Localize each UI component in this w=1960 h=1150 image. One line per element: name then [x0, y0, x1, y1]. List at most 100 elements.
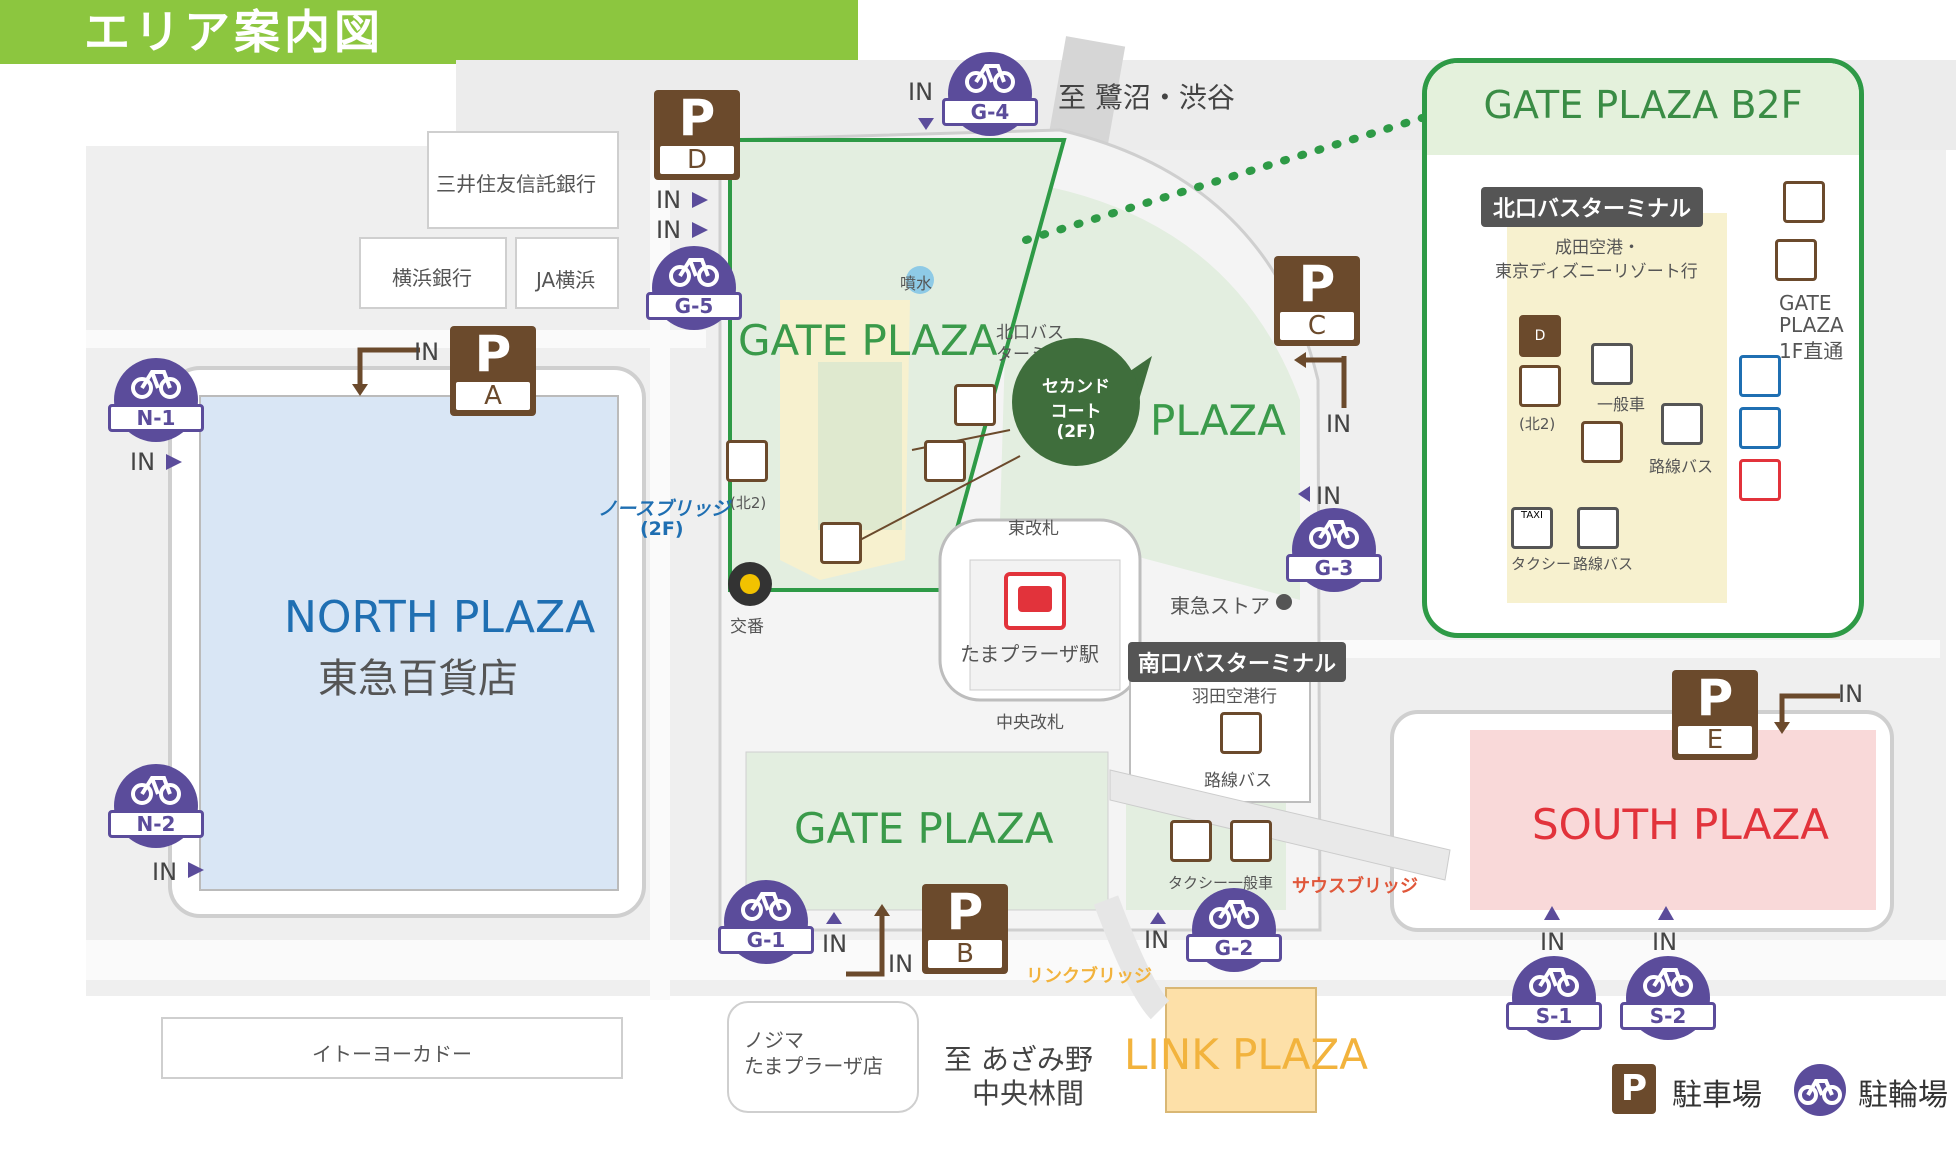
bicycle-icon [1529, 968, 1579, 997]
bike-g1[interactable]: G-1 [718, 880, 814, 976]
in-label: IN [822, 930, 848, 958]
parking-d-label: D [660, 146, 734, 174]
in-label: IN [152, 858, 178, 886]
direction-north: 至 鷺沼・渋谷 [1058, 81, 1235, 114]
bike-g5[interactable]: G-5 [646, 246, 742, 342]
bike-g2[interactable]: G-2 [1186, 888, 1282, 984]
in-label: IN [1316, 482, 1342, 510]
inset-taxi-label: タクシー [1511, 555, 1572, 573]
inset-dest-line1: 成田空港・ [1555, 238, 1640, 258]
parking-a-label: A [456, 382, 530, 410]
north-terminal-partial-1: 北口バス [996, 323, 1064, 343]
elevator-icon [1581, 421, 1623, 463]
elevator-icon [820, 522, 862, 564]
bike-g3-label: G-3 [1286, 554, 1382, 582]
parking-b-label: B [928, 940, 1002, 968]
second-court-line1: セカンド [1042, 377, 1110, 397]
building-nojima-line2: たまプラーザ店 [744, 1054, 883, 1078]
in-label: IN [656, 186, 682, 214]
gate-plaza-top-label: GATE PLAZA [738, 316, 998, 365]
bike-g4-label: G-4 [942, 98, 1038, 126]
parking-p-icon: P [1298, 255, 1336, 313]
inset-gate-direct-1: GATE [1779, 291, 1832, 315]
car-icon [1591, 343, 1633, 385]
general-car-label: 一般車 [1228, 874, 1274, 892]
second-court-line2: コート [1050, 402, 1102, 422]
legend-parking-icon: P [1612, 1064, 1656, 1114]
people-icon [1519, 365, 1561, 407]
inset-title: GATE PLAZA B2F [1483, 83, 1803, 127]
north2-label: (北2) [730, 494, 767, 512]
direction-south-line1: 至 あざみ野 [944, 1043, 1093, 1076]
people-icon [726, 440, 768, 482]
parking-p-icon: P [474, 325, 512, 383]
in-label: IN [1652, 928, 1678, 956]
legend-bicycle-icon [1794, 1064, 1846, 1116]
bike-s1[interactable]: S-1 [1506, 956, 1602, 1052]
building-yokohama-bank: 横浜銀行 [392, 266, 472, 290]
inset-pd-label: D [1534, 328, 1546, 344]
bicycle-icon [131, 370, 181, 399]
direction-south-line2: 中央林間 [972, 1077, 1085, 1110]
inset-parking-d-icon: D [1519, 315, 1561, 357]
in-label: IN [888, 950, 914, 978]
east-gate-label: 東改札 [1008, 519, 1059, 539]
elevator-icon [954, 384, 996, 426]
bicycle-icon [741, 892, 791, 921]
inset-dest-line2: 東京ディズニーリゾート行 [1495, 262, 1698, 282]
car-icon [1230, 820, 1272, 862]
bike-n1[interactable]: N-1 [108, 358, 204, 454]
parking-e-label: E [1678, 726, 1752, 754]
south-plaza-label: SOUTH PLAZA [1532, 800, 1829, 849]
inset-header [1427, 63, 1859, 155]
building-mitsui: 三井住友信託銀行 [436, 172, 596, 196]
bicycle-icon [1798, 1079, 1842, 1105]
koban-label: 交番 [730, 617, 764, 637]
link-bridge-label: リンクブリッジ [1026, 966, 1152, 987]
bicycle-icon [669, 258, 719, 287]
inset-gate-direct-3: 1F直通 [1779, 339, 1844, 363]
inset-route-bus: 路線バス [1649, 457, 1714, 476]
haneda-dest-label: 羽田空港行 [1192, 687, 1277, 707]
bike-n2[interactable]: N-2 [108, 764, 204, 860]
female-restroom-icon [1739, 459, 1781, 501]
north-plaza-name: NORTH PLAZA [284, 592, 596, 643]
south-bus-terminal: 南口バスターミナル [1128, 642, 1347, 682]
north-bridge-floor: (2F) [640, 518, 684, 540]
elevator-icon [1783, 181, 1825, 223]
in-label: IN [1144, 926, 1170, 954]
in-label: IN [908, 78, 934, 106]
gate-plaza-bottom-label: GATE PLAZA [794, 804, 1054, 853]
taxi-icon [1170, 820, 1212, 862]
in-label: IN [656, 216, 682, 244]
bus-icon [1661, 403, 1703, 445]
in-label: IN [130, 448, 156, 476]
escalator-icon [1775, 239, 1817, 281]
central-gate-label: 中央改札 [996, 713, 1064, 733]
inset-general-car: 一般車 [1597, 395, 1646, 414]
bike-n2-label: N-2 [108, 810, 204, 838]
second-court-line3: (2F) [1056, 422, 1096, 442]
link-plaza-label: LINK PLAZA [1124, 1030, 1369, 1079]
gate-plaza-b2f-inset: GATE PLAZA B2F 北口バスターミナル 成田空港・ 東京ディズニーリゾ… [1422, 58, 1864, 638]
bike-g4[interactable]: G-4 [942, 52, 1038, 148]
gate-plaza-right-label: PLAZA [1150, 396, 1286, 445]
legend-parking-label: 駐車場 [1672, 1078, 1762, 1113]
bicycle-icon [131, 776, 181, 805]
page-title: エリア案内図 [84, 5, 384, 59]
inset-terminal-label: 北口バスターミナル [1481, 187, 1704, 227]
bike-g3[interactable]: G-3 [1286, 508, 1382, 604]
bike-g5-label: G-5 [646, 292, 742, 320]
bike-s2[interactable]: S-2 [1620, 956, 1716, 1052]
bicycle-icon [1309, 520, 1359, 549]
in-label: IN [1838, 680, 1864, 708]
bike-s1-label: S-1 [1506, 1002, 1602, 1030]
inset-taxi-sign: TAXI [1521, 510, 1543, 521]
bike-n1-label: N-1 [108, 404, 204, 432]
bus-icon [1577, 507, 1619, 549]
